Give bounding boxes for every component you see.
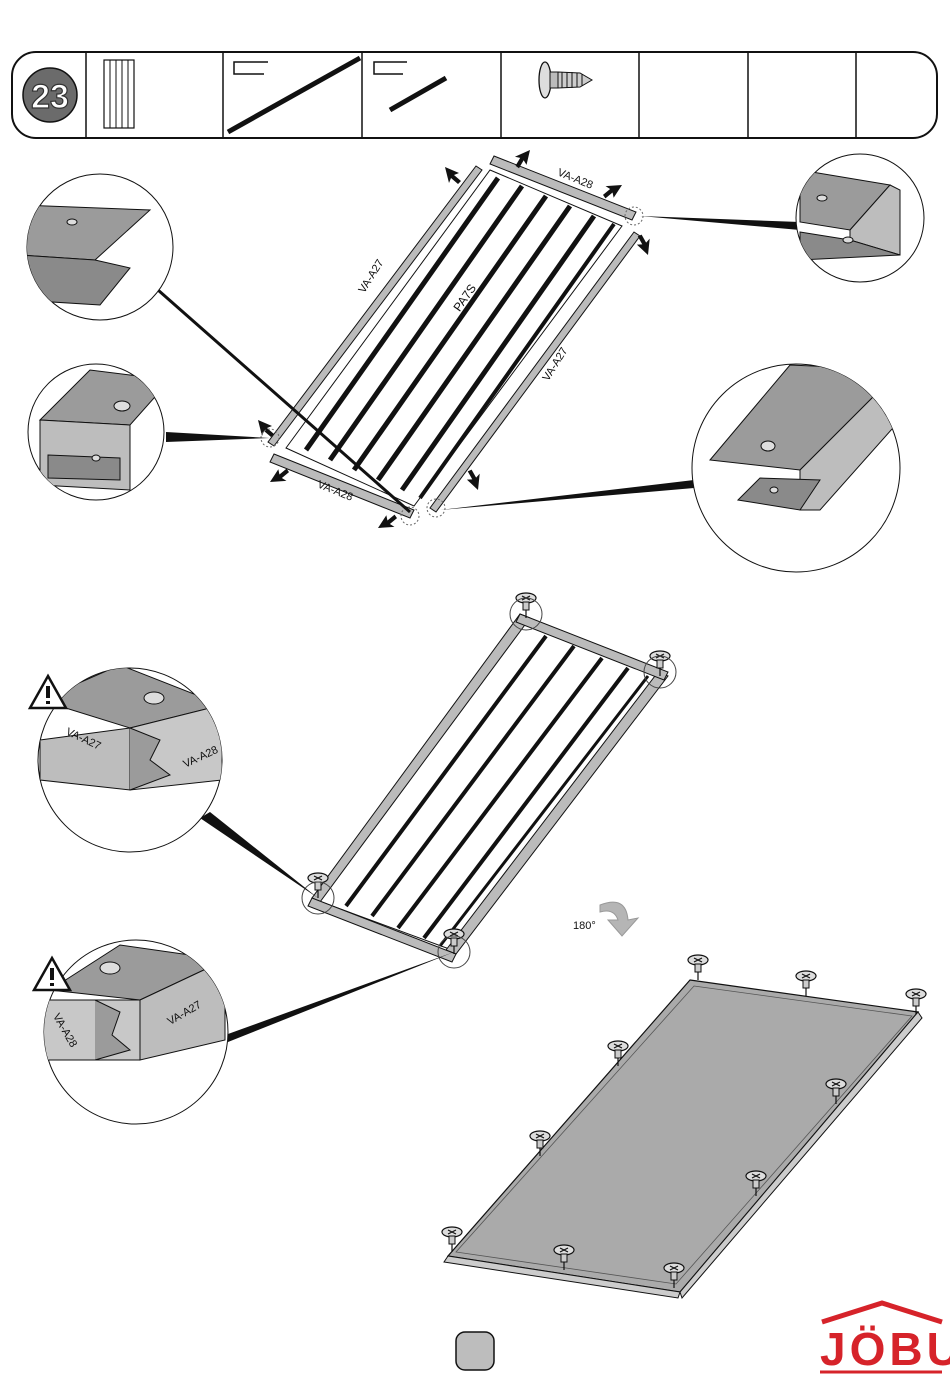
push-arrow [513,150,533,169]
panel-strip-icon [104,60,134,128]
brand-name: JÖBU [820,1323,950,1375]
brand-logo: JÖBU [820,1303,950,1375]
step-header: 23 [12,52,937,138]
detail-circle-corner-1: VA-A27 VA-A28 [38,665,222,852]
push-arrow [445,167,461,184]
rotate-label: 180° [573,920,596,932]
rotate-180-icon: 180° [573,902,638,936]
detail-circle-right [692,364,900,572]
detail-circle-corner-2: VA-A28 VA-A27 [40,940,228,1124]
push-arrow [602,182,622,201]
assembled-frame [200,593,676,1042]
step-number: 23 [31,78,69,116]
flipped-panel [442,955,926,1298]
push-arrow [378,512,398,531]
detail-circle-top-right [796,154,924,282]
left-rail-label: VA-A27 [357,258,387,296]
detail-circle-mid-left [28,364,170,500]
detail-circle-top-left [20,174,173,320]
screw [516,593,536,618]
panel-slats [286,170,622,506]
page-number-badge [456,1332,494,1370]
screw [796,971,816,996]
warning-triangle-icon [30,676,66,708]
screw [688,955,708,980]
push-arrow [270,466,290,485]
step-badge: 23 [23,68,77,122]
push-arrow [258,420,274,437]
